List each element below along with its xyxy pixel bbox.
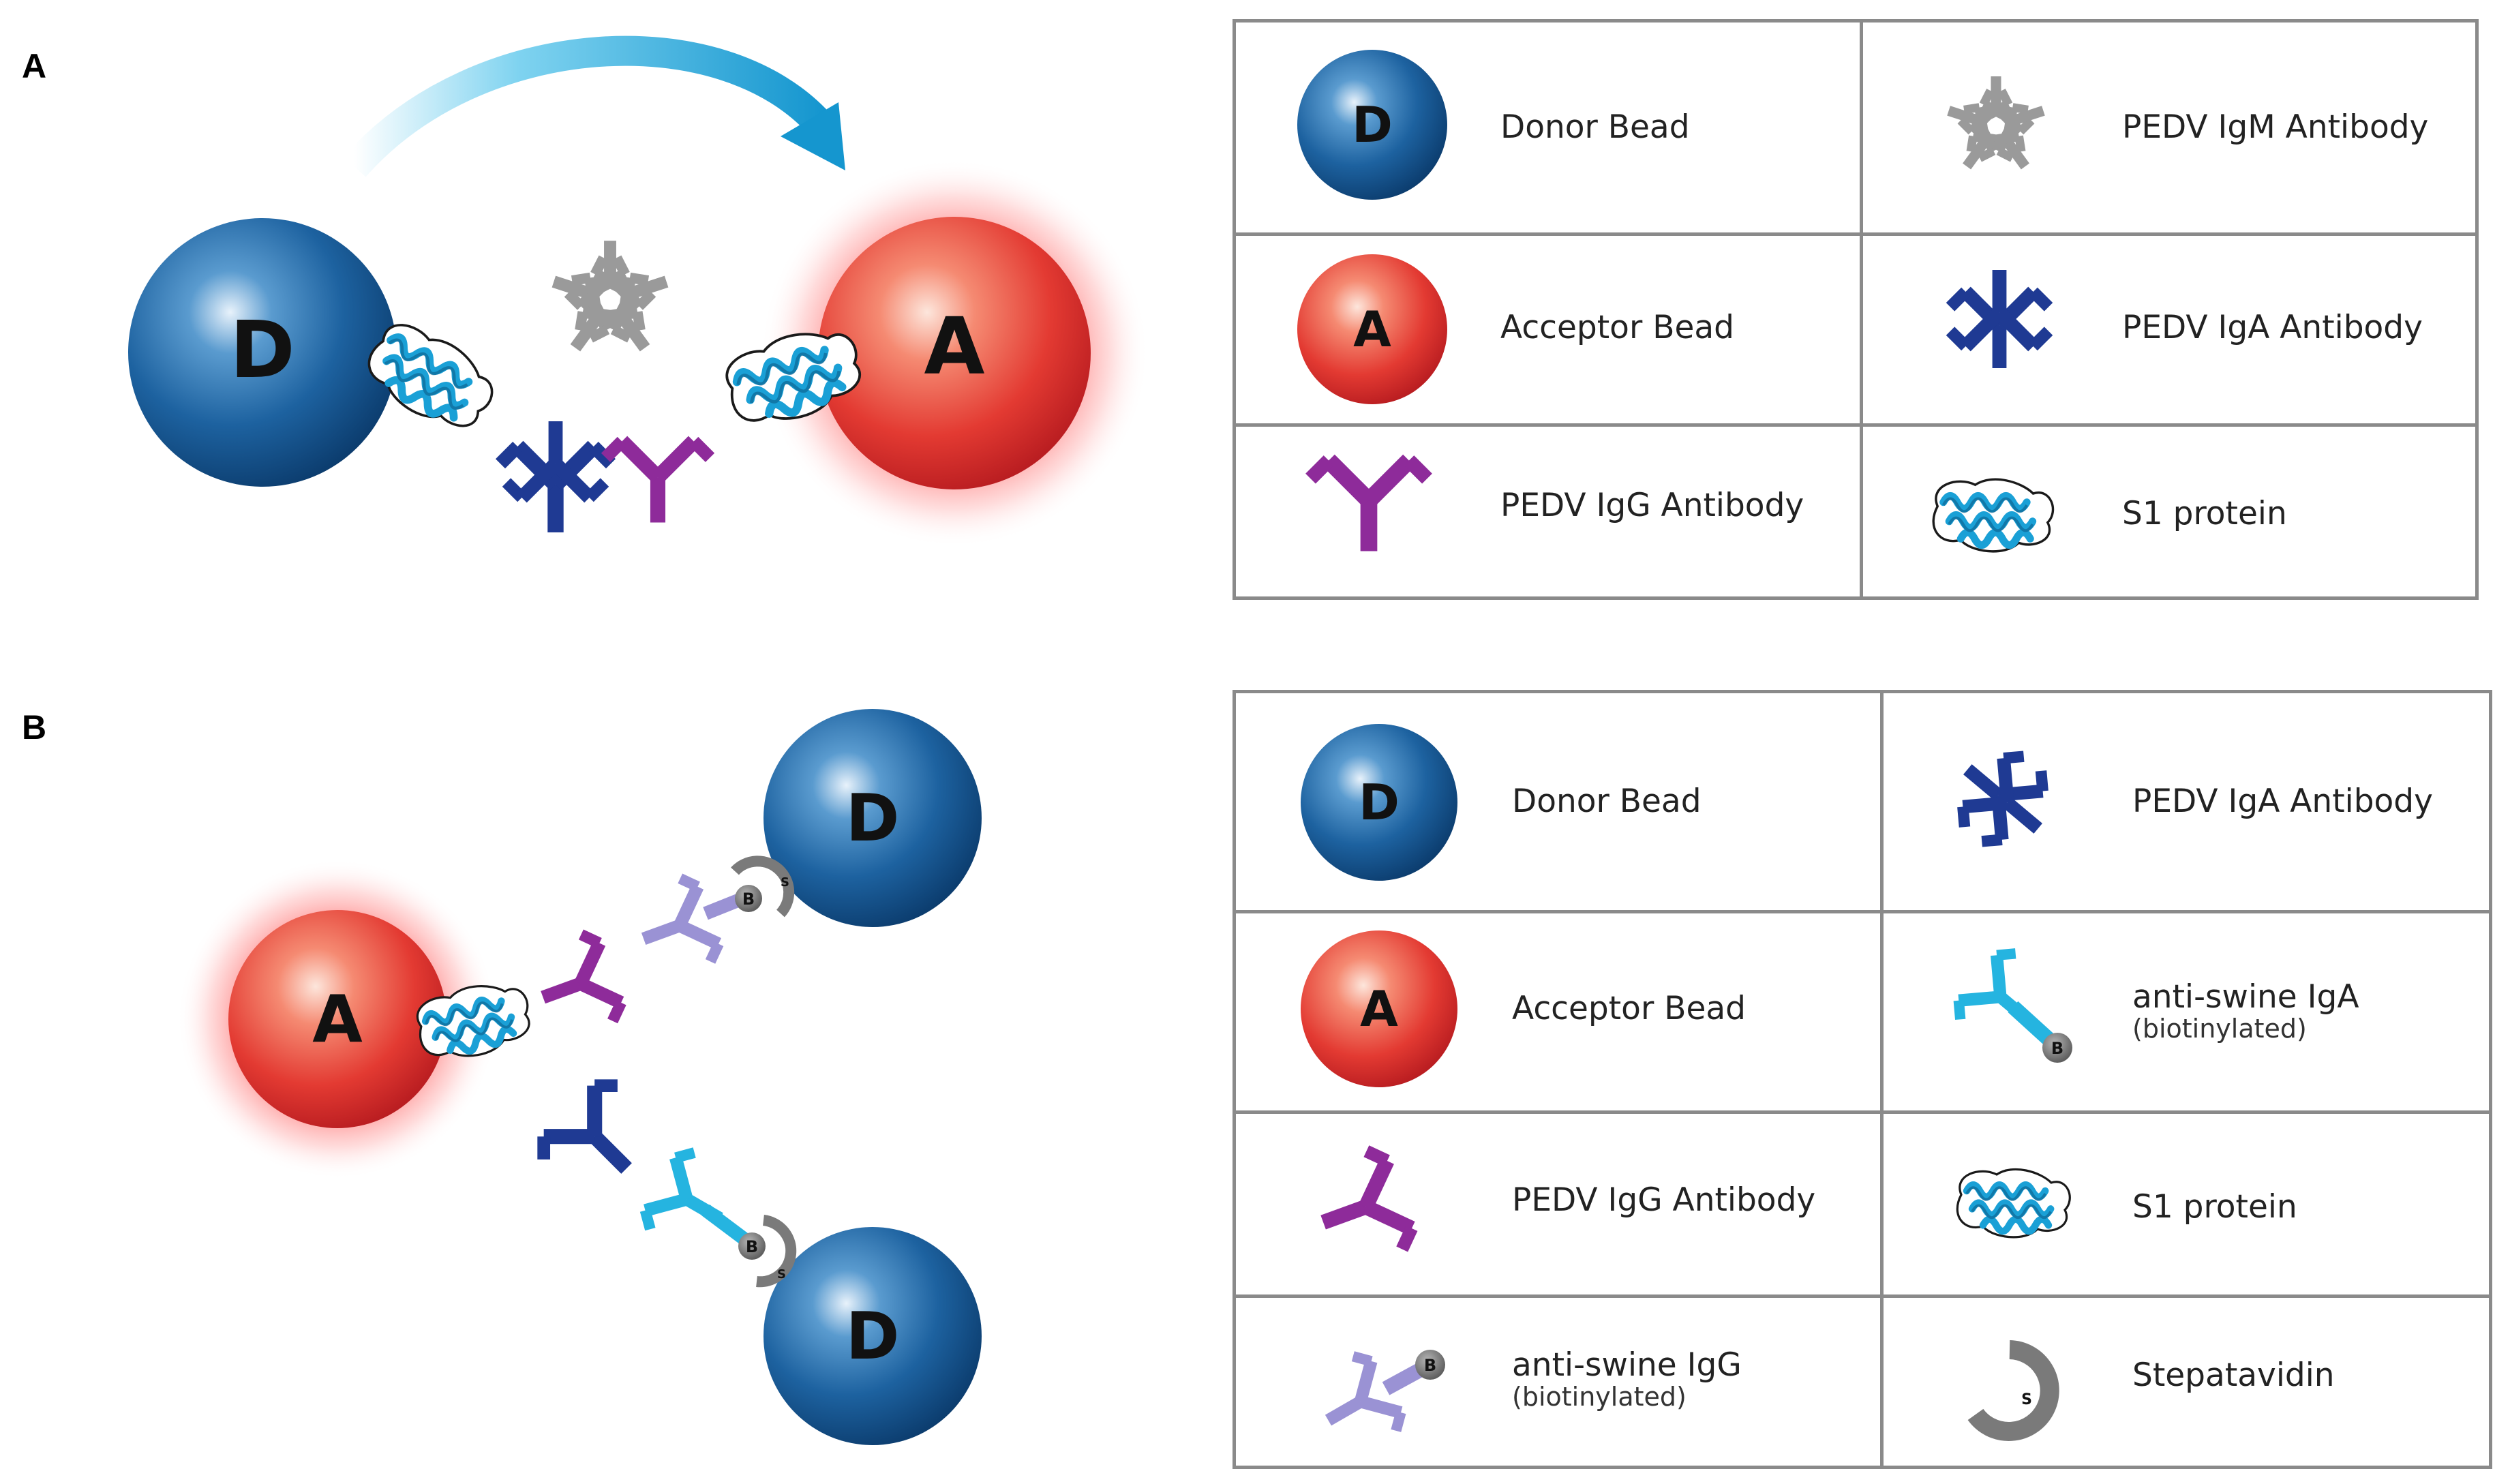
donor-bead <box>128 218 397 487</box>
igg-antibody-icon <box>606 442 710 523</box>
svg-text:B: B <box>2051 1039 2063 1058</box>
legend-b-igg-icon <box>1297 1130 1461 1279</box>
donor-bead-letter: D <box>230 305 294 396</box>
arrow-head <box>781 102 845 170</box>
legend-b-anti-swine-iga-sub: (biotinylated) <box>2132 1013 2307 1044</box>
panel-a-diagram: A D <box>128 35 1149 547</box>
panel-b-diagram: A D D B S B S <box>177 709 982 1445</box>
donor-bead-b-top <box>763 709 982 927</box>
legend-b-s1-icon <box>1931 1143 2095 1266</box>
legend-a-acceptor-icon: A <box>1297 254 1447 404</box>
legend-a-igg-icon <box>1301 438 1437 588</box>
legend-b-anti-swine-iga-label: anti-swine IgA (biotinylated) <box>2132 978 2359 1044</box>
legend-a-donor-icon: D <box>1297 50 1447 200</box>
legend-b-streptavidin-icon: S <box>1967 1340 2059 1441</box>
legend-b-s1-label: S1 protein <box>2132 1188 2297 1226</box>
panel-a-label: A <box>22 47 47 85</box>
legend-b-iga-label: PEDV IgA Antibody <box>2132 783 2433 820</box>
svg-text:A: A <box>1353 301 1391 358</box>
legend-a-s1-icon <box>1911 455 2074 578</box>
legend-b-streptavidin-label: Stepatavidin <box>2132 1357 2335 1394</box>
biotin-badge-b-bottom-letter: B <box>746 1237 758 1256</box>
legend-b-anti-swine-igg-icon: B <box>1297 1310 1445 1460</box>
biotin-badge-b-bottom <box>738 1232 766 1260</box>
legend-b-iga-icon <box>1935 731 2098 881</box>
donor-bead-b-bottom-letter: D <box>846 1299 900 1374</box>
legend-b-acceptor-label: Acceptor Bead <box>1512 990 1746 1027</box>
legend-a-igm-icon <box>1921 51 2071 201</box>
acceptor-bead-b <box>228 910 447 1128</box>
igm-antibody-icon <box>541 241 679 373</box>
igg-antibody-b <box>527 930 626 1041</box>
energy-transfer-arrow <box>343 35 833 177</box>
streptavidin-b-top <box>731 855 795 918</box>
legend-a-s1-label: S1 protein <box>2122 495 2287 532</box>
legend-a-acceptor-label: Acceptor Bead <box>1500 309 1734 346</box>
legend-b-anti-swine-igg-label: anti-swine IgG (biotinylated) <box>1512 1346 1742 1412</box>
svg-text:B: B <box>1424 1356 1436 1375</box>
donor-bead-b-bottom <box>763 1227 982 1445</box>
svg-text:D: D <box>1352 96 1393 153</box>
svg-text:A: A <box>1360 980 1398 1038</box>
biotin-badge-b-top <box>735 885 762 912</box>
legend-b-anti-swine-igg-sub: (biotinylated) <box>1512 1381 1687 1412</box>
streptavidin-b-bottom-letter: S <box>777 1267 786 1282</box>
legend-a: D Donor Bead PEDV IgM Antibody A Accepto… <box>1233 19 2479 600</box>
legend-a-igg-label: PEDV IgG Antibody <box>1500 487 1804 524</box>
acceptor-bead-b-letter: A <box>312 982 363 1057</box>
acceptor-bead-letter: A <box>924 301 984 393</box>
panel-b-label: B <box>22 708 47 746</box>
anti-swine-igg-b <box>629 874 723 980</box>
donor-bead-b-top-letter: D <box>846 781 900 856</box>
legend-b-donor-icon: D <box>1301 724 1457 881</box>
anti-swine-iga-b <box>638 1146 742 1257</box>
streptavidin-b-bottom <box>756 1215 797 1288</box>
legend-a-donor-label: Donor Bead <box>1500 108 1690 146</box>
svg-text:D: D <box>1359 774 1400 831</box>
legend-b-igg-label: PEDV IgG Antibody <box>1512 1181 1816 1219</box>
legend-b-anti-swine-iga-icon: B <box>1935 939 2072 1063</box>
anti-swine-iga-b-tail <box>701 1205 751 1246</box>
acceptor-bead <box>818 217 1091 489</box>
iga-antibody-b <box>532 1074 663 1205</box>
legend-a-iga-label: PEDV IgA Antibody <box>2122 309 2423 346</box>
legend-b-acceptor-icon: A <box>1301 930 1457 1087</box>
legend-a-igm-label: PEDV IgM Antibody <box>2122 108 2429 146</box>
legend-b: D Donor Bead PEDV IgA Antibody A Accepto… <box>1233 690 2492 1469</box>
streptavidin-b-top-letter: S <box>781 875 789 890</box>
legend-b-donor-label: Donor Bead <box>1512 783 1702 820</box>
biotin-badge-b-top-letter: B <box>742 890 755 909</box>
legend-a-iga-icon <box>1945 258 2054 408</box>
svg-text:S: S <box>2021 1391 2032 1408</box>
